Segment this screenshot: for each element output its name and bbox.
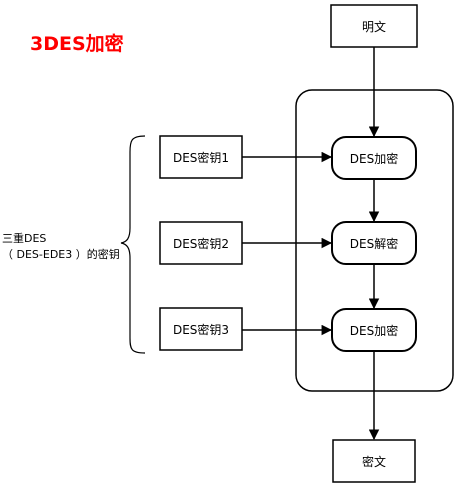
ciphertext-box bbox=[332, 439, 416, 483]
key-box-1 bbox=[159, 135, 243, 179]
stage-1-label: DES加密 bbox=[349, 151, 399, 166]
key-1-label: DES密钥1 bbox=[172, 150, 230, 165]
key-group-brace bbox=[120, 135, 146, 354]
plaintext-label: 明文 bbox=[361, 19, 386, 34]
key-3-label: DES密钥3 bbox=[172, 322, 230, 337]
diagram-title: 3DES加密 bbox=[30, 33, 124, 55]
key-box-3 bbox=[159, 307, 243, 351]
stage-2-label: DES解密 bbox=[349, 236, 399, 251]
stage-3-label: DES加密 bbox=[349, 323, 399, 338]
key-group-label-line-2: （ DES-EDE3 ）的密钥 bbox=[2, 248, 120, 261]
key-2-label: DES密钥2 bbox=[172, 236, 230, 251]
ciphertext-label: 密文 bbox=[361, 454, 386, 469]
key-group-label: 三重DES （ DES-EDE3 ）的密钥 bbox=[2, 231, 120, 263]
key-group-label-line-1: 三重DES bbox=[2, 232, 47, 245]
